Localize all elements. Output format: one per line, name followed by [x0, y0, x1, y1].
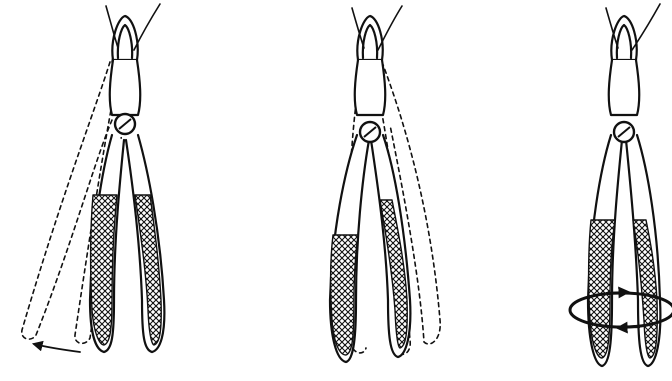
forceps-icon [330, 16, 410, 362]
figure-rotational-movement [570, 4, 672, 366]
figure-buccal-lingual-movement [330, 6, 440, 362]
pivot-screw-icon [115, 114, 135, 134]
forceps-icon [588, 16, 660, 366]
forceps-icon [90, 16, 164, 352]
figure-lateral-movement [22, 4, 165, 352]
pivot-screw-icon [360, 122, 380, 142]
arrow-icon [34, 344, 80, 352]
pivot-screw-icon [614, 122, 634, 142]
